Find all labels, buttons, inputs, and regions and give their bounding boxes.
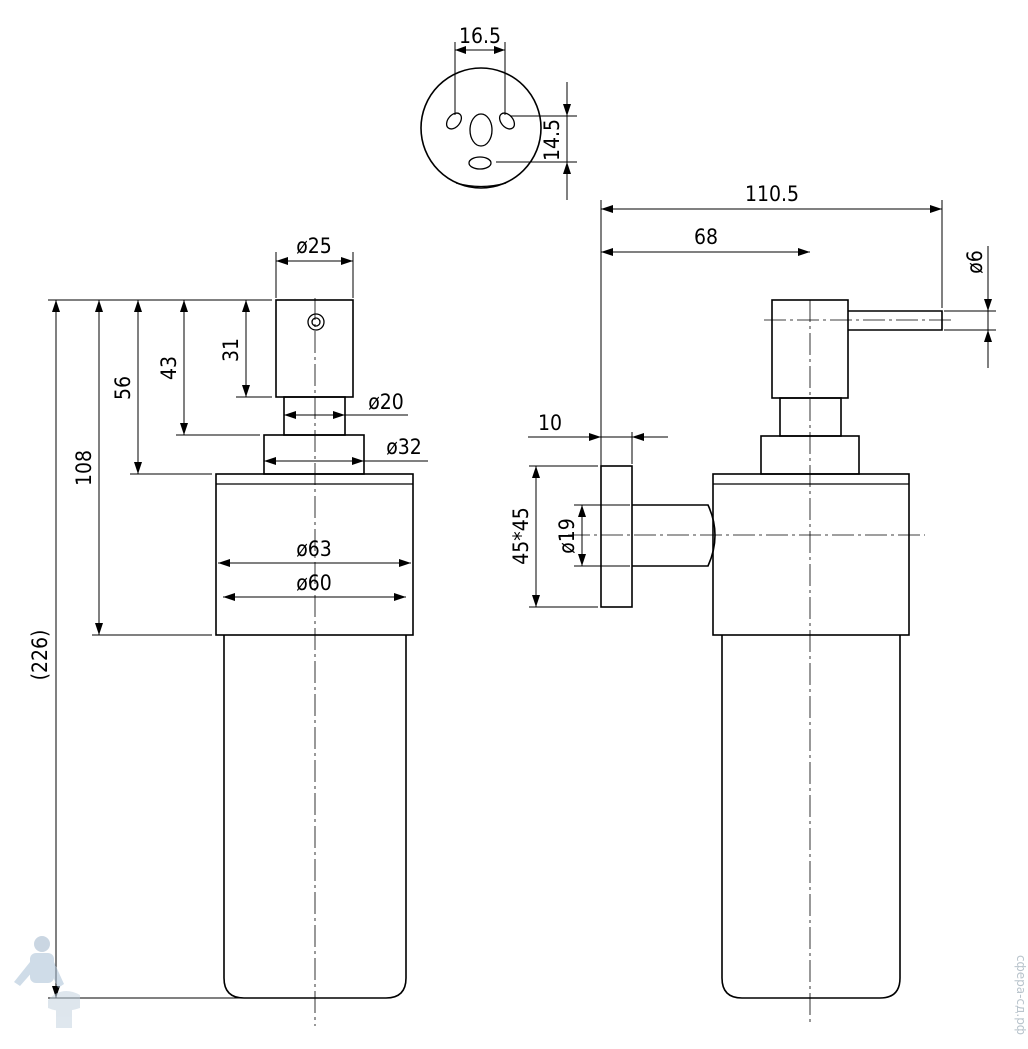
dim-spout-diameter: ø6: [963, 250, 987, 274]
side-holder-ring: [712, 473, 910, 636]
pump-spout: [848, 310, 943, 331]
dim-depth-to-axis: 68: [694, 225, 718, 249]
mount-hole-right: [498, 112, 516, 130]
wall-plate: [600, 465, 633, 608]
dim-holder-inner-diameter: ø60: [296, 571, 332, 595]
mount-plate-bottom-arc: [455, 182, 507, 188]
dim-plate-size: 45*45: [509, 507, 533, 565]
side-view: 110.5 68 ø6 10 45*45 ø19: [509, 182, 996, 1026]
mount-plate-outline: [420, 67, 542, 189]
dim-button-diameter: ø25: [296, 234, 332, 258]
dim-button-height: 31: [219, 338, 243, 362]
watermark-text: сфера-сд.рф: [1014, 955, 1028, 1035]
dim-plate-thickness: 10: [538, 411, 562, 435]
plumber-logo: [14, 936, 80, 1028]
dim-total-depth: 110.5: [745, 182, 799, 206]
pump-button-screw-inner: [311, 317, 321, 327]
glass-bottle: [223, 635, 407, 999]
dim-total-height: (226): [28, 630, 52, 681]
dim-height-to-holder: 56: [111, 376, 135, 400]
side-pump-stem: [779, 397, 842, 437]
mount-hole-left: [445, 112, 463, 130]
dim-holder-outer-diameter: ø63: [296, 537, 332, 561]
top-view: 16.5 14.5: [420, 24, 577, 200]
dim-collar-diameter: ø32: [386, 435, 422, 459]
pump-collar: [263, 434, 365, 475]
dim-hole-offset: 14.5: [540, 119, 564, 161]
holder-ring: [215, 473, 414, 636]
dim-stem-diameter: ø20: [368, 390, 404, 414]
mount-slot-center: [469, 113, 493, 147]
dim-arm-diameter: ø19: [555, 518, 579, 554]
pump-button-screw-outer: [307, 313, 325, 331]
dim-height-to-holder-bottom: 108: [72, 450, 96, 486]
support-arm: [632, 504, 716, 567]
side-glass-bottle: [721, 635, 901, 999]
front-view: ø25 ø20 ø32 ø63 ø60 31: [28, 234, 428, 1026]
dim-hole-spacing: 16.5: [459, 24, 501, 48]
dim-height-to-collar: 43: [157, 356, 181, 380]
mount-hole-bottom: [468, 156, 492, 170]
